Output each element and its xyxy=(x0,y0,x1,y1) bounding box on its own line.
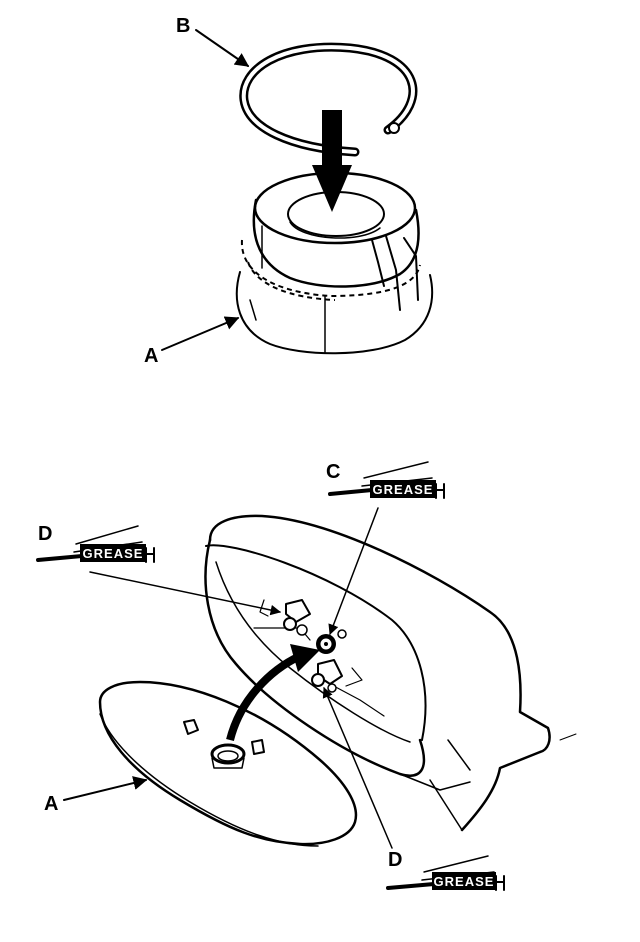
install-arrow xyxy=(226,644,320,742)
callout-b: B xyxy=(176,15,190,37)
grease-gun-d-bottom: GREASE xyxy=(386,855,505,891)
bottom-figure: C GREASE D GREASE D GREA xyxy=(36,461,577,891)
grease-gun-d-left: GREASE xyxy=(36,525,155,563)
callout-d-bottom: D xyxy=(388,849,402,871)
grease-gun-c: GREASE xyxy=(328,461,445,499)
pivot-d-lower xyxy=(311,659,343,693)
callout-a-top: A xyxy=(144,345,158,367)
grease-label-d-bottom: GREASE xyxy=(434,874,495,889)
mirror-housing xyxy=(204,514,577,832)
callout-d-left: D xyxy=(38,523,52,545)
grease-label-d-left: GREASE xyxy=(83,546,144,561)
retaining-ring-b xyxy=(239,42,418,157)
grease-label-c: GREASE xyxy=(373,482,434,497)
pivot-d-upper xyxy=(283,599,311,636)
pivot-c-socket xyxy=(316,629,347,654)
bushing-a xyxy=(235,171,434,355)
mirror-glass-a xyxy=(98,680,358,847)
callout-c: C xyxy=(326,461,340,483)
callout-a-bottom: A xyxy=(44,793,58,815)
top-figure: B A xyxy=(144,15,434,367)
insert-arrow xyxy=(312,110,352,212)
